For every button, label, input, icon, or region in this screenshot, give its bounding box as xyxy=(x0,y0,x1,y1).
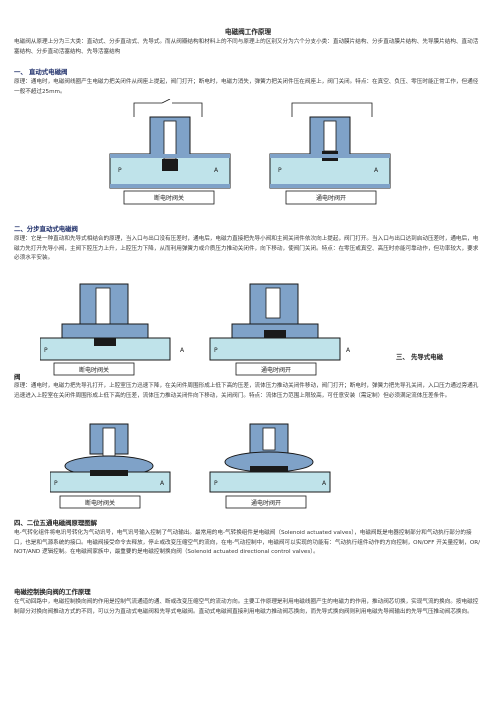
fig1-inlet-label-right: P xyxy=(278,167,282,174)
valve-body-right xyxy=(269,116,391,189)
valve-right xyxy=(209,423,331,493)
fig2-outlet-label-left: A xyxy=(180,347,185,354)
valve-right xyxy=(209,283,341,361)
section-1-text: 原理：通电时，电磁阀线圈产生电磁力把关闭件从阀座上提起，阀门打开；断电时，电磁力… xyxy=(14,79,479,95)
stepped-valve-figure: P A P A 断电时阀关 通电时阀开 xyxy=(40,283,351,376)
fig2-inlet-label-right: P xyxy=(214,347,218,354)
fig2-outlet-label-right: A xyxy=(346,347,351,354)
fig3-inlet-label-right: P xyxy=(214,480,218,487)
direct-acting-valve-figure: P A P A 断电时阀关 通电时阀开 xyxy=(109,99,391,205)
section-5-text: 在气动回路中，电磁控制换向阀的作用是控制气流通道的通、断或改变压缩空气的流动方向… xyxy=(14,599,479,615)
section-4-text: 电-气转化组件将电讯号转化为气动讯号，电气讯号输入控制了气动输出。最常用的电-气… xyxy=(14,530,481,556)
valve-left xyxy=(40,283,171,361)
section-5-heading: 电磁控制换向阀的工作原理 xyxy=(14,588,91,596)
fig3-caption-off: 断电时阀关 xyxy=(85,499,115,507)
section-2-text: 原理：它是一种直动和先导式相结合的原理，当入口与出口没有压差时，通电后，电磁力直… xyxy=(14,236,479,262)
circuit-right xyxy=(291,102,373,117)
page-title: 电磁阀工作原理 xyxy=(224,28,272,36)
section-1-heading: 一、 直动式电磁阀 xyxy=(14,68,68,76)
fig1-caption-on: 通电时阀开 xyxy=(316,194,346,202)
section-2-heading: 二、分步直动式电磁阀 xyxy=(14,225,78,233)
section-3-heading: 三、 先导式电磁 xyxy=(396,353,443,361)
fig3-caption-on: 通电时阀开 xyxy=(251,499,281,507)
fig1-outlet-label-left: A xyxy=(214,167,219,174)
valve-left xyxy=(50,423,171,493)
fig3-outlet-label-left: A xyxy=(160,480,165,487)
fig1-caption-off: 断电时阀关 xyxy=(154,194,184,202)
fig2-caption-off: 断电时阀关 xyxy=(79,366,109,374)
circuit-left xyxy=(133,99,203,117)
pilot-valve-figure: P A P A 断电时阀关 通电时阀开 xyxy=(50,423,331,509)
fig1-outlet-label-right: A xyxy=(374,167,379,174)
fig1-inlet-label-left: P xyxy=(118,167,122,174)
fig3-inlet-label-left: P xyxy=(54,480,58,487)
intro-paragraph: 电磁阀从原理上分为三大类：直动式、分步直动式、先导式。而从阀瓣结构和材料上的不同… xyxy=(14,39,479,55)
valve-body-left xyxy=(109,116,231,189)
section-3-text: 原理：通电时，电磁力把先导孔打开，上腔室压力迅速下降，在关闭件周围形成上低下高的… xyxy=(14,383,479,399)
fig2-caption-on: 通电时阀开 xyxy=(261,366,291,374)
fig2-inlet-label-left: P xyxy=(44,347,48,354)
section-4-heading: 四、二位五通电磁阀原理图解 xyxy=(14,519,98,527)
section-3-heading-cont: 阀 xyxy=(14,373,21,381)
fig3-outlet-label-right: A xyxy=(322,480,327,487)
